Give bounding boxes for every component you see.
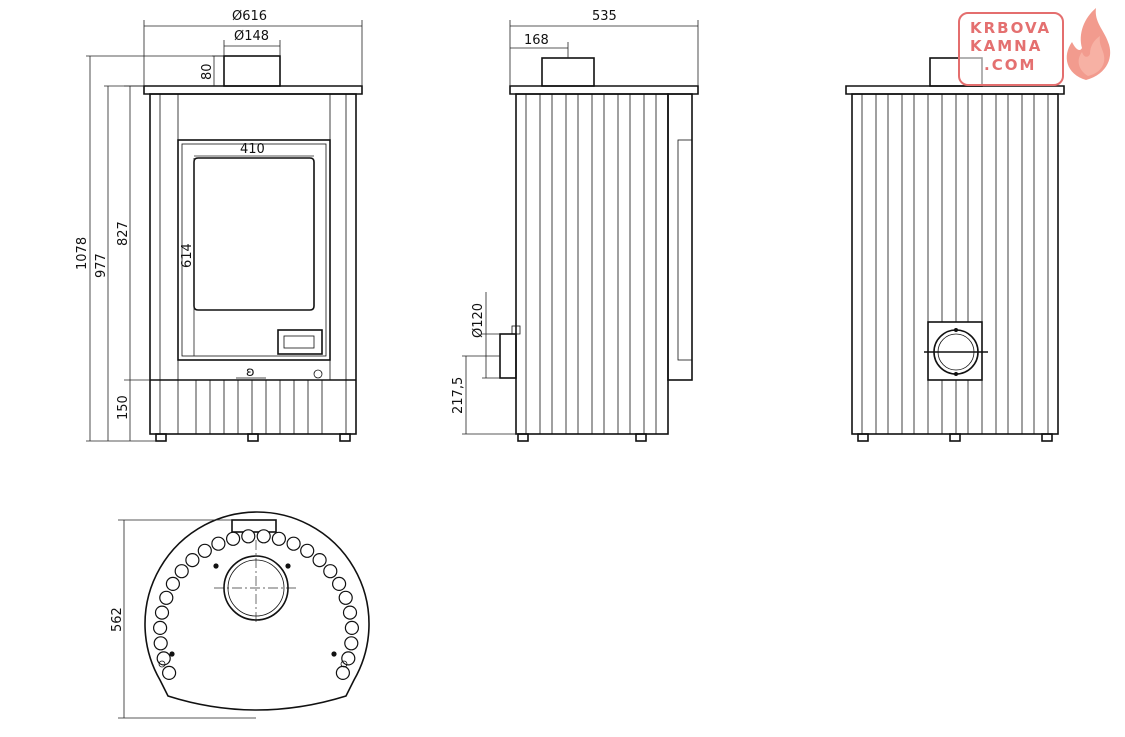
dim-plan-depth: 562 (110, 607, 125, 632)
plan-hole (159, 590, 174, 605)
front-brand-mark: ʚ (246, 365, 255, 380)
plan-hole (300, 543, 315, 558)
side-foot-left (517, 433, 529, 442)
plan-hole (323, 564, 338, 579)
plan-outline (144, 511, 370, 711)
logo-line-3: .COM (984, 56, 1037, 74)
logo-line-1: KRBOVA (970, 19, 1052, 37)
dim-base-height: 150 (116, 395, 131, 420)
plan-hole (286, 536, 301, 551)
plan-hole (153, 620, 168, 636)
side-flue-pipe (541, 57, 595, 87)
dim-total-height: 1078 (75, 237, 90, 270)
plan-hole (226, 531, 241, 546)
side-top-plate (509, 85, 699, 95)
plan-hole (341, 651, 356, 666)
front-door (177, 139, 331, 361)
plan-hole (342, 605, 358, 620)
plan-flue-opening (223, 555, 289, 621)
side-air-inlet (499, 333, 517, 379)
front-foot-center (247, 433, 259, 442)
dim-glass-height: 614 (180, 243, 195, 268)
plan-hole (312, 552, 327, 568)
dim-flue-diameter: Ø148 (234, 29, 269, 44)
plan-hole (344, 636, 359, 651)
dim-body-height: 977 (94, 253, 109, 278)
plan-hole (344, 620, 359, 636)
dim-air-inlet-height: 217,5 (451, 377, 466, 414)
side-door-profile (667, 93, 693, 381)
front-door-handle (277, 329, 323, 355)
front-view: ʚ Ø616 Ø148 (75, 9, 363, 442)
dim-upper-height: 827 (116, 221, 131, 246)
front-top-plate (143, 85, 363, 95)
plan-hole (256, 529, 271, 544)
side-foot-right (635, 433, 647, 442)
plan-flue-stub (231, 519, 277, 533)
plan-hole (154, 605, 170, 620)
front-foot-left (155, 433, 167, 442)
plan-hole (153, 636, 168, 651)
plan-holes (153, 529, 359, 681)
front-flue-pipe (223, 55, 281, 87)
dim-front-width: Ø616 (232, 9, 267, 24)
rear-foot-right (1041, 433, 1053, 442)
plan-hole (185, 552, 200, 568)
plan-hole (197, 543, 212, 558)
dim-flue-offset: 168 (524, 33, 549, 48)
front-base-ribs (177, 380, 323, 434)
rear-foot-left (857, 433, 869, 442)
plan-hole (165, 576, 180, 592)
side-ribs (525, 94, 657, 434)
plan-hole (271, 531, 286, 546)
front-foot-right (339, 433, 351, 442)
front-glass (193, 157, 315, 311)
plan-view: 562 (110, 511, 370, 719)
logo-line-2: KAMNA (970, 37, 1043, 55)
rear-body (851, 93, 1059, 435)
plan-hole (241, 529, 256, 544)
dim-side-depth: 535 (592, 9, 617, 24)
plan-hole (338, 590, 353, 605)
plan-hole (174, 564, 189, 579)
plan-hole (332, 576, 347, 592)
plan-hole (211, 536, 226, 551)
brand-logo: KRBOVA KAMNA .COM (958, 12, 1064, 86)
dim-top-height: 80 (200, 63, 215, 80)
plan-hole (335, 665, 350, 681)
rear-ribs (861, 94, 1049, 434)
front-knob (313, 369, 323, 379)
dim-glass-width: 410 (240, 142, 265, 157)
dim-air-inlet-diameter: Ø120 (471, 303, 486, 338)
flame-icon (1066, 8, 1111, 80)
plan-hole (162, 665, 177, 681)
rear-foot-center (949, 433, 961, 442)
rear-top-plate (845, 85, 1065, 95)
side-view: 535 168 Ø120 217,5 (451, 9, 699, 442)
rear-view (845, 57, 1065, 442)
rear-air-inlet-box (927, 321, 983, 381)
